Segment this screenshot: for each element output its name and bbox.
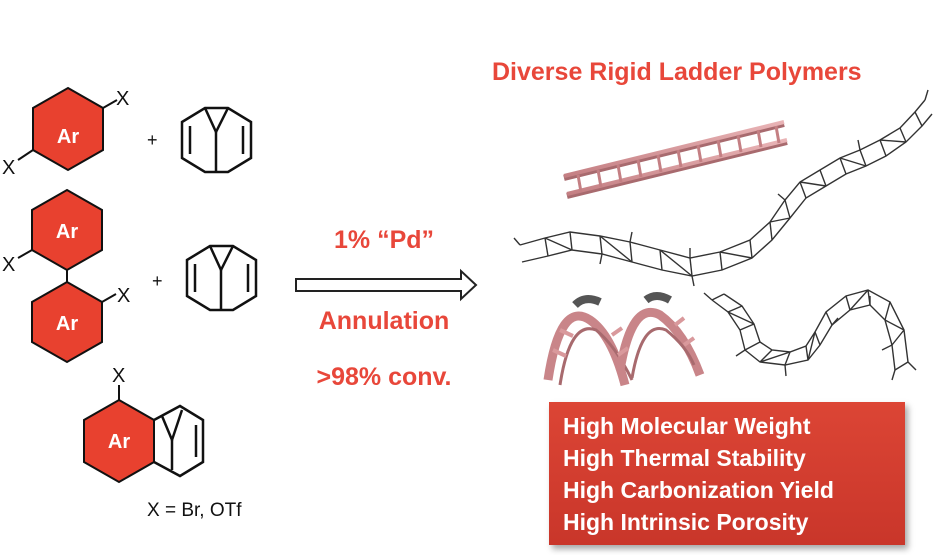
plus-sign-2: + bbox=[152, 271, 163, 291]
reaction-type-label: Annulation bbox=[318, 307, 450, 335]
plus-sign-1: + bbox=[147, 130, 158, 150]
catalyst-label: 1% “Pd” bbox=[333, 226, 435, 254]
property-carbonization-yield: High Carbonization Yield bbox=[563, 477, 834, 503]
reaction-arrow bbox=[295, 268, 478, 302]
x-label-2a: X bbox=[2, 254, 15, 276]
ladder-polymer-wireframe-1 bbox=[513, 89, 933, 287]
helical-ladder-illustration bbox=[543, 292, 705, 387]
property-intrinsic-porosity: High Intrinsic Porosity bbox=[563, 509, 809, 535]
ar-label-3: Ar bbox=[56, 313, 78, 335]
ar-label-1: Ar bbox=[57, 126, 79, 148]
ar-label-4: Ar bbox=[108, 431, 130, 453]
property-thermal-stability: High Thermal Stability bbox=[563, 445, 806, 471]
figure-title: Diverse Rigid Ladder Polymers bbox=[492, 58, 862, 86]
properties-box: High Molecular Weight High Thermal Stabi… bbox=[549, 402, 905, 545]
norbornadiene-1 bbox=[180, 106, 253, 174]
x-label-3: X bbox=[112, 365, 125, 387]
arene-ring-3: Ar X bbox=[31, 280, 130, 364]
conversion-label: >98% conv. bbox=[316, 363, 452, 391]
fused-norbornene bbox=[153, 404, 205, 478]
norbornadiene-2 bbox=[185, 244, 258, 312]
x-label-1a: X bbox=[116, 88, 129, 110]
arene-ring-4: Ar X bbox=[83, 365, 155, 484]
arene-ring-1: Ar X X bbox=[2, 86, 129, 179]
property-molecular-weight: High Molecular Weight bbox=[563, 413, 811, 439]
x-label-2b: X bbox=[117, 285, 130, 307]
x-label-1b: X bbox=[2, 157, 15, 179]
x-definition: X = Br, OTf bbox=[147, 500, 242, 521]
arene-ring-2: Ar X bbox=[2, 188, 103, 276]
ar-label-2: Ar bbox=[56, 221, 78, 243]
straight-ladder-illustration bbox=[563, 120, 788, 199]
ladder-polymer-wireframe-2 bbox=[703, 289, 917, 381]
